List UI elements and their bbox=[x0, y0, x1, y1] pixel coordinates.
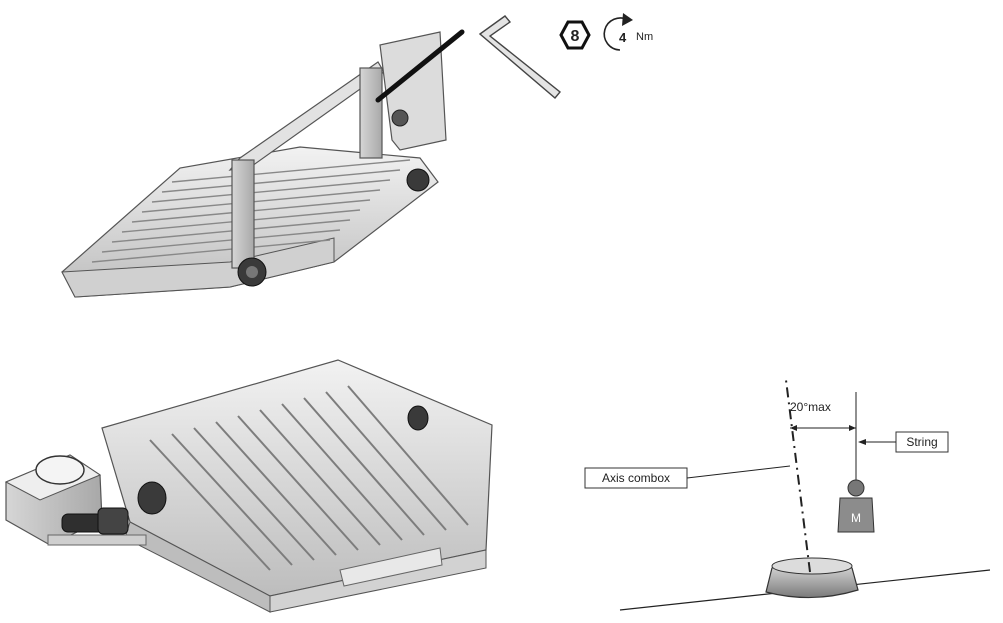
tilt-angle-diagram: 20°max String Axis combox M bbox=[584, 379, 991, 611]
hex-socket-icon: 8 bbox=[559, 20, 591, 50]
torque-unit: Nm bbox=[636, 31, 653, 43]
axis-label: Axis combox bbox=[602, 471, 670, 485]
mass-label: M bbox=[851, 511, 861, 525]
angle-label: 20°max bbox=[790, 400, 831, 414]
torque-arrow-icon: 4 Nm bbox=[603, 13, 653, 51]
hex-size-label: 8 bbox=[571, 28, 580, 45]
grill-plate-assembly bbox=[4, 359, 493, 613]
allen-rod bbox=[375, 29, 465, 103]
string-label: String bbox=[906, 435, 937, 449]
dome-cap bbox=[35, 455, 85, 485]
allen-key-icon bbox=[478, 15, 561, 99]
tray-with-handle bbox=[61, 29, 465, 298]
knob-right bbox=[406, 168, 430, 192]
torque-value: 4 bbox=[619, 30, 627, 45]
combox-axis-line bbox=[785, 379, 811, 573]
plate-ribs bbox=[149, 385, 469, 571]
